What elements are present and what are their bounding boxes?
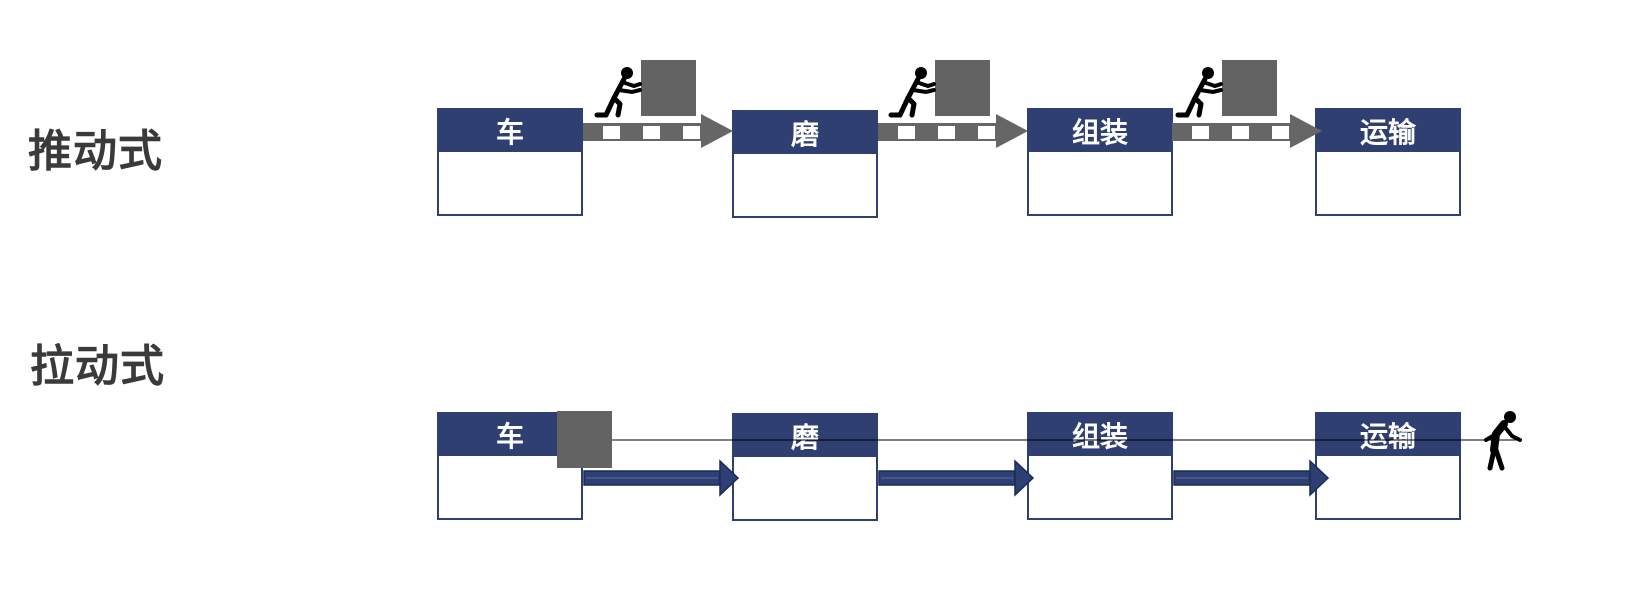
pull-station-3: 组装 bbox=[1027, 412, 1173, 520]
push-station-3: 组装 bbox=[1027, 108, 1173, 216]
push-station-4: 运输 bbox=[1315, 108, 1461, 216]
pull-station-2: 磨 bbox=[732, 413, 878, 521]
pull-row-label: 拉动式 bbox=[30, 341, 165, 392]
push-row-label: 推动式 bbox=[28, 126, 163, 177]
box-icon bbox=[1222, 60, 1277, 116]
station-header: 运输 bbox=[1317, 110, 1459, 152]
person-pushing-icon bbox=[891, 67, 934, 115]
box-icon bbox=[557, 411, 612, 468]
pull-arrow-3 bbox=[1173, 460, 1329, 496]
person-pushing-icon bbox=[1178, 67, 1221, 115]
push-conveyor-2 bbox=[878, 114, 1028, 148]
station-header: 组装 bbox=[1029, 110, 1171, 152]
push-conveyor-3 bbox=[1172, 114, 1322, 148]
box-icon bbox=[641, 60, 696, 116]
push-station-2: 磨 bbox=[732, 110, 878, 218]
push-conveyor-1 bbox=[583, 114, 733, 148]
person-pushing-icon bbox=[597, 67, 640, 115]
station-header: 磨 bbox=[734, 415, 876, 457]
pull-arrow-2 bbox=[878, 460, 1034, 496]
box-icon bbox=[935, 60, 990, 116]
station-header: 组装 bbox=[1029, 414, 1171, 456]
station-header: 运输 bbox=[1317, 414, 1459, 456]
station-header: 磨 bbox=[734, 112, 876, 154]
pull-station-4: 运输 bbox=[1315, 412, 1461, 520]
push-station-1: 车 bbox=[437, 108, 583, 216]
station-header: 车 bbox=[439, 110, 581, 152]
person-pulling-icon bbox=[1484, 411, 1522, 471]
